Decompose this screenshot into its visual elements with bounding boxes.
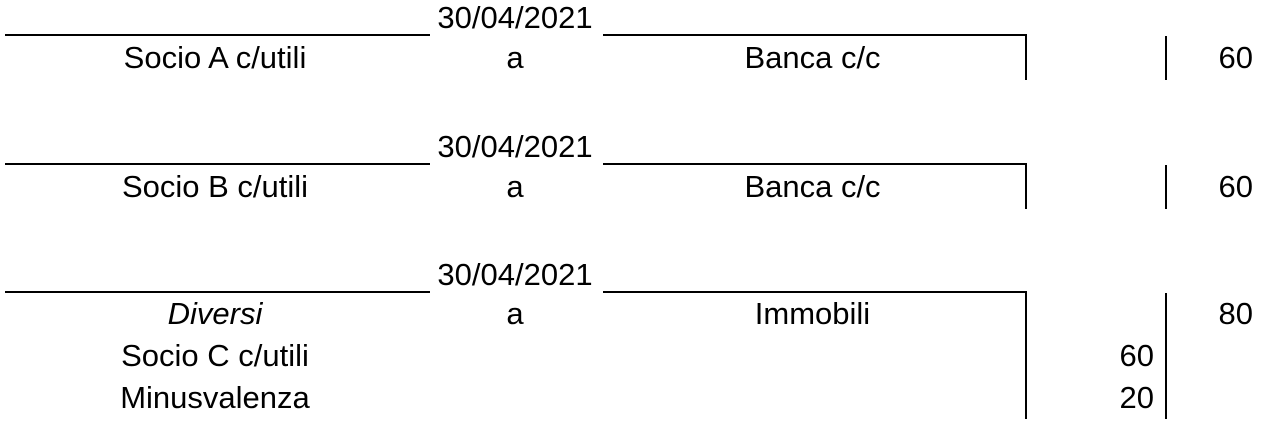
partial-amount xyxy=(1027,293,1167,335)
credit-account xyxy=(600,335,1027,377)
entry-date-row: 30/04/2021 xyxy=(0,0,1266,36)
total-amount: 60 xyxy=(1218,40,1253,75)
spacer xyxy=(1167,0,1266,36)
a-connector: a xyxy=(506,296,524,331)
partial-amount xyxy=(1027,36,1167,80)
entry-line: Diversi a Immobili 80 xyxy=(0,293,1266,335)
date-rule-right xyxy=(603,129,1027,165)
a-connector xyxy=(430,377,600,419)
date-rule-left xyxy=(5,129,430,165)
a-connector: a xyxy=(506,169,524,204)
credit-account: Immobili xyxy=(600,293,1027,335)
partial-amount: 20 xyxy=(1027,377,1167,419)
total-amount: 60 xyxy=(1218,169,1253,204)
a-connector: a xyxy=(506,40,524,75)
date-rule-left xyxy=(5,0,430,36)
date-rule-left xyxy=(5,257,430,293)
entry-line: Socio B c/utili a Banca c/c 60 xyxy=(0,165,1266,209)
debit-account: Socio B c/utili xyxy=(121,169,309,204)
total-amount xyxy=(1167,335,1266,377)
spacer xyxy=(1027,257,1167,293)
date-rule-right xyxy=(603,0,1027,36)
entry-line: Socio C c/utili 60 xyxy=(0,335,1266,377)
debit-account: Minusvalenza xyxy=(120,380,310,415)
total-amount xyxy=(1167,377,1266,419)
date-rule-right xyxy=(603,257,1027,293)
total-amount: 80 xyxy=(1218,296,1253,331)
spacer xyxy=(1027,129,1167,165)
credit-account xyxy=(600,377,1027,419)
entry-date: 30/04/2021 xyxy=(437,257,593,292)
entry-line: Socio A c/utili a Banca c/c 60 xyxy=(0,36,1266,80)
entry-date-row: 30/04/2021 xyxy=(0,129,1266,165)
partial-amount: 60 xyxy=(1027,335,1167,377)
debit-account: Socio C c/utili xyxy=(121,338,309,373)
partial-amount xyxy=(1027,165,1167,209)
spacer xyxy=(1167,257,1266,293)
entry-date: 30/04/2021 xyxy=(437,129,593,164)
journal-entry: 30/04/2021 Socio B c/utili a Banca c/c 6… xyxy=(0,129,1266,209)
entry-line: Minusvalenza 20 xyxy=(0,377,1266,419)
spacer xyxy=(1167,129,1266,165)
journal-entry: 30/04/2021 Socio A c/utili a Banca c/c 6… xyxy=(0,0,1266,80)
a-connector xyxy=(430,335,600,377)
credit-account: Banca c/c xyxy=(600,165,1027,209)
entry-date-row: 30/04/2021 xyxy=(0,257,1266,293)
debit-account: Socio A c/utili xyxy=(123,40,307,75)
entry-date: 30/04/2021 xyxy=(437,0,593,35)
journal-entry: 30/04/2021 Diversi a Immobili 80 Socio C… xyxy=(0,257,1266,419)
debit-account: Diversi xyxy=(167,296,263,331)
credit-account: Banca c/c xyxy=(600,36,1027,80)
spacer xyxy=(1027,0,1167,36)
